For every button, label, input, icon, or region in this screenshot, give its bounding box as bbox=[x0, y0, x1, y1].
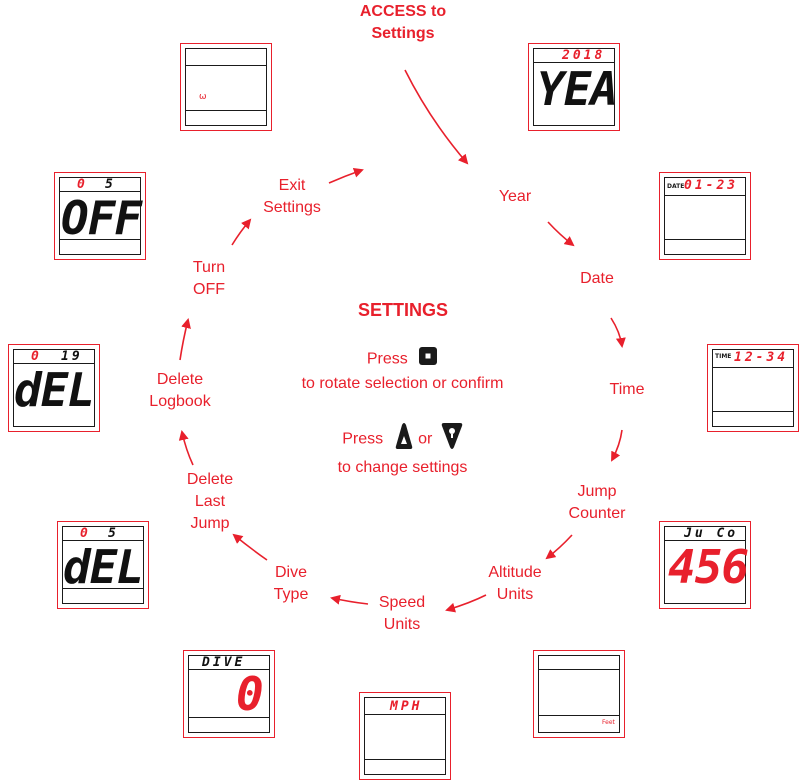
dive-type-main-readout: 0 bbox=[236, 667, 264, 721]
step-exit-settings-label: Exit Settings bbox=[263, 177, 321, 216]
screen-time: TIME 12-34 bbox=[707, 344, 799, 432]
press-confirm-line: Press bbox=[270, 346, 535, 373]
altitude-unit-readout: Feet bbox=[602, 719, 615, 726]
turn-off-top-right: 5 bbox=[105, 177, 116, 192]
press-change-line: Press or bbox=[305, 422, 500, 457]
screen-dive-type: DIVE 0 bbox=[183, 650, 275, 738]
square-button-icon bbox=[418, 346, 438, 373]
step-year-label: Year bbox=[498, 188, 532, 205]
step-speed-units-label: Speed Units bbox=[378, 594, 426, 633]
screen-delete-logbook: 0 19 dEL bbox=[8, 344, 100, 432]
delete-logbook-top-left: 0 bbox=[31, 349, 42, 364]
arrow-logbook-to-turnoff bbox=[179, 318, 191, 361]
screen-altitude-units: Feet bbox=[533, 650, 625, 738]
step-turn-off-label: Turn OFF bbox=[192, 259, 226, 298]
screen-delete-last-jump: 0 5 dEL bbox=[57, 521, 149, 609]
turn-off-main-readout: OFF bbox=[61, 191, 142, 245]
delete-logbook-main-readout: dEL bbox=[14, 363, 95, 417]
date-readout: 01-23 bbox=[684, 178, 739, 193]
delete-jump-top-right: 5 bbox=[108, 526, 119, 541]
delete-jump-main-readout: dEL bbox=[63, 540, 144, 594]
up-button-icon bbox=[394, 422, 414, 457]
delete-logbook-top-right: 19 bbox=[61, 349, 83, 364]
arrow-altitude-to-speed bbox=[445, 594, 487, 613]
arrow-delete-jump-to-logbook bbox=[178, 430, 194, 466]
arrow-exit-to-access bbox=[328, 167, 364, 184]
center-press-confirm: Press to rotate selection or confirm bbox=[270, 346, 535, 395]
time-readout: 12-34 bbox=[734, 350, 789, 365]
delete-jump-top-left: 0 bbox=[80, 526, 91, 541]
screen-speed-units: MPH bbox=[359, 692, 451, 780]
screen-exit-settings: ω bbox=[180, 43, 272, 131]
arrow-turnoff-to-exit bbox=[231, 218, 252, 246]
arrow-dive-to-delete-jump bbox=[232, 533, 268, 561]
screen-date: DATE 01-23 bbox=[659, 172, 751, 260]
arrow-jump-to-altitude bbox=[545, 534, 573, 560]
screen-jump-counter: Ju Co 456 bbox=[659, 521, 751, 609]
step-date-label: Date bbox=[580, 270, 614, 287]
step-altitude-units-label: Altitude Units bbox=[488, 564, 542, 603]
arrow-access-to-year bbox=[404, 69, 469, 165]
arrow-time-to-jump bbox=[611, 429, 623, 462]
year-top-readout: 2018 bbox=[562, 48, 606, 63]
arrow-speed-to-dive bbox=[330, 594, 369, 605]
dive-type-top-readout: DIVE bbox=[202, 655, 246, 670]
arrow-date-to-time bbox=[610, 317, 626, 348]
screen-year: 2018 YEA bbox=[528, 43, 620, 131]
turn-off-top-left: 0 bbox=[77, 177, 88, 192]
speed-unit-readout: MPH bbox=[390, 699, 423, 714]
down-button-icon bbox=[441, 422, 463, 457]
jump-counter-top-readout: Ju Co bbox=[684, 526, 739, 541]
screen-turn-off: 0 5 OFF bbox=[54, 172, 146, 260]
time-label: TIME bbox=[715, 353, 732, 360]
date-label: DATE bbox=[667, 183, 685, 190]
step-delete-last-jump-label: Delete Last Jump bbox=[186, 471, 234, 532]
access-settings-title: ACCESS to Settings bbox=[359, 3, 447, 42]
step-delete-logbook-label: Delete Logbook bbox=[149, 371, 211, 410]
exit-settings-glyph: ω bbox=[199, 92, 207, 102]
step-jump-counter-label: Jump Counter bbox=[568, 483, 626, 522]
arrow-year-to-date bbox=[547, 221, 575, 247]
center-title: SETTINGS bbox=[357, 300, 448, 320]
year-main-readout: YEA bbox=[537, 62, 618, 116]
step-time-label: Time bbox=[609, 381, 645, 398]
jump-counter-main-readout: 456 bbox=[668, 540, 749, 594]
center-press-change: Press or to change settings bbox=[305, 422, 500, 479]
step-dive-type-label: Dive Type bbox=[273, 564, 309, 603]
